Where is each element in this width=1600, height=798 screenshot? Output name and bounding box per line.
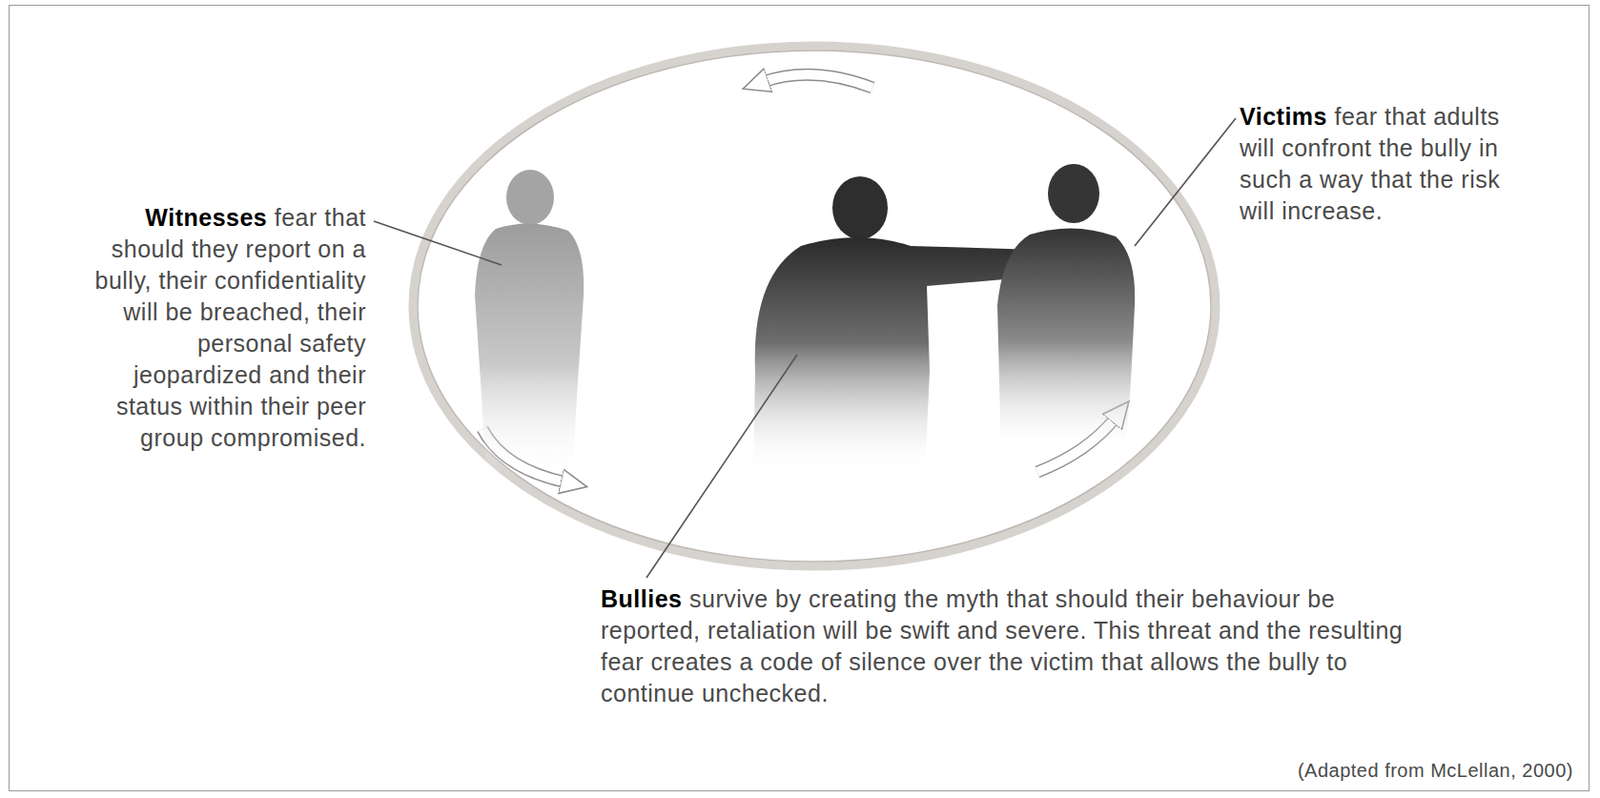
role-description: fear that should they report on a bully,… [94,204,367,452]
callout-text: Victimsfear that adults will confront th… [1239,101,1526,227]
role-name: Bullies [600,585,682,613]
role-name: Witnesses [144,204,267,231]
role-description: survive by creating the myth that should… [600,585,1403,707]
callout-text: Witnessesfear that should they report on… [74,202,367,454]
source-text: (Adapted from McLellan, 2000) [1297,759,1574,781]
ring [412,45,1216,567]
source-note: (Adapted from McLellan, 2000) [1187,758,1574,782]
victim-figure [997,164,1135,453]
witness-figure [474,169,584,477]
role-name: Victims [1239,102,1328,130]
ring-inner [417,50,1211,562]
leader-lines [373,118,1236,578]
callout-text: Bulliessurvive by creating the myth that… [600,583,1421,710]
